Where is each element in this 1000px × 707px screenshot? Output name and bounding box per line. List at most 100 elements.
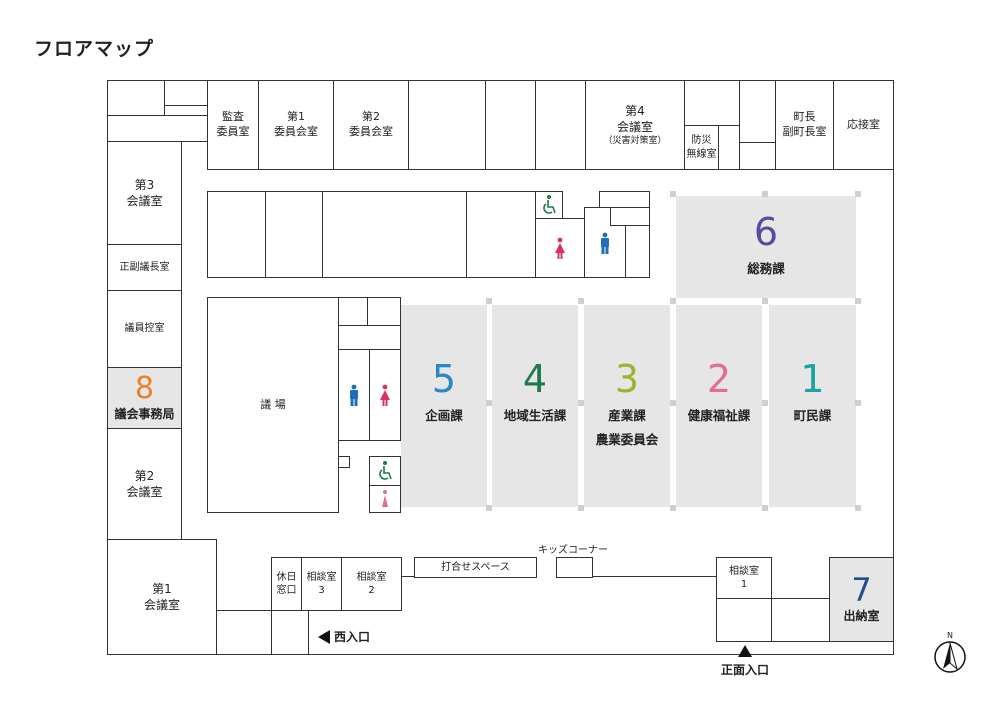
- room-ousetsu[interactable]: 応接室: [833, 80, 894, 170]
- wc-accessible-lower: [369, 456, 401, 486]
- room-front-right: [771, 598, 830, 642]
- pillar: [855, 298, 861, 304]
- room-chocho[interactable]: 町長副町長室: [775, 80, 834, 170]
- dept-kenko-fukushi[interactable]: 2 健康福祉課: [676, 305, 762, 507]
- dept-kikaku[interactable]: 5 企画課: [401, 305, 487, 507]
- small-box: [338, 456, 350, 468]
- pillar: [762, 298, 768, 304]
- arrow-left-icon: [318, 629, 330, 644]
- pillar: [670, 505, 676, 511]
- room-kansa[interactable]: 監査委員室: [207, 80, 259, 170]
- wc-male-lower: [338, 349, 370, 441]
- inner-room-2: [265, 191, 323, 278]
- inner-room-7: [610, 207, 650, 226]
- pillar: [855, 400, 861, 406]
- page-title: フロアマップ: [34, 38, 155, 60]
- top-room-f: [739, 80, 776, 143]
- inner-room-5: [625, 225, 650, 278]
- accessible-toilet-icon: [379, 461, 392, 480]
- dept-number: 1: [800, 357, 825, 402]
- wc-baby: [369, 485, 401, 513]
- dept-sangyo[interactable]: 3 産業課 農業委員会: [584, 305, 670, 507]
- top-room-g: [739, 142, 776, 170]
- compass-north-icon: [934, 641, 966, 673]
- room-giin-hikae[interactable]: 議員控室: [107, 290, 182, 368]
- pillar: [762, 505, 768, 511]
- female-toilet-icon: [555, 237, 565, 259]
- room-uchiawase[interactable]: 打合せスペース: [414, 557, 537, 578]
- pillar: [578, 505, 584, 511]
- inner-room-6: [599, 191, 650, 208]
- pillar: [578, 400, 584, 406]
- jimu-number: 8: [134, 370, 155, 406]
- inner-room-4: [466, 191, 536, 278]
- pillar: [486, 505, 492, 511]
- top-room-b: [485, 80, 536, 170]
- dept-number: 2: [706, 357, 732, 402]
- dept-number: 6: [753, 210, 779, 255]
- wc-female-lower: [369, 349, 401, 441]
- label-kids: キッズコーナー: [538, 545, 608, 556]
- room-kaigi-4[interactable]: 第4 会議室 （災害対策室）: [585, 80, 685, 170]
- room-suito[interactable]: 7 出納室: [829, 557, 894, 642]
- wall-line: [402, 576, 414, 577]
- room-front-left: [716, 598, 772, 642]
- female-toilet-icon: [380, 384, 390, 406]
- compass: N: [932, 632, 968, 674]
- suito-number: 7: [851, 571, 872, 610]
- pillar: [762, 400, 768, 406]
- top-room-c: [535, 80, 586, 170]
- dept-chiiki-seikatsu[interactable]: 4 地域生活課: [492, 305, 578, 507]
- top-room-d: [684, 80, 740, 126]
- west-entrance[interactable]: 西入口: [318, 628, 370, 645]
- front-entrance[interactable]: 正面入口: [715, 645, 775, 678]
- pillar: [855, 505, 861, 511]
- pillar: [578, 298, 584, 304]
- top-left-small-room: [107, 80, 165, 116]
- arrow-up-icon: [738, 645, 752, 657]
- top-left-small-room-2: [164, 80, 208, 106]
- pillar: [670, 400, 676, 406]
- accessible-toilet-icon: [543, 195, 556, 214]
- dept-number: 5: [431, 357, 457, 402]
- room-seifuku-gicho[interactable]: 正副議長室: [107, 244, 182, 291]
- pillar: [670, 191, 676, 197]
- pillar: [762, 191, 768, 197]
- kids-corner[interactable]: [556, 557, 593, 578]
- room-gikai-jimukyoku[interactable]: 8 議会事務局: [107, 367, 182, 429]
- inner-room-3: [322, 191, 467, 278]
- top-left-corridor-room: [107, 115, 208, 142]
- wc-accessible-upper: [535, 191, 563, 219]
- bottom-left-room-2: [271, 610, 309, 655]
- pillar: [486, 298, 492, 304]
- small-room-a: [338, 297, 368, 326]
- dept-number: 4: [522, 357, 548, 402]
- dept-number: 3: [614, 357, 640, 402]
- room-kyujitsu-madoguchi[interactable]: 休日窓口: [271, 557, 302, 611]
- pillar: [486, 400, 492, 406]
- room-gijo[interactable]: 議 場: [207, 297, 339, 513]
- pillar: [855, 191, 861, 197]
- wc-female-upper: [535, 218, 585, 278]
- baby-care-icon: [382, 490, 388, 507]
- top-room-a: [408, 80, 486, 170]
- small-room-b: [367, 297, 401, 326]
- dept-somu[interactable]: 6 総務課: [676, 196, 856, 298]
- wall-line: [593, 576, 717, 577]
- room-bousai[interactable]: 防災無線室: [684, 125, 719, 170]
- male-toilet-icon: [350, 384, 358, 406]
- dept-chomin[interactable]: 1 町民課: [769, 305, 856, 507]
- wall-line: [216, 610, 272, 611]
- small-room-c: [338, 325, 401, 350]
- bottom-left-room: [216, 610, 272, 655]
- inner-room-1: [207, 191, 266, 278]
- pillar: [670, 298, 676, 304]
